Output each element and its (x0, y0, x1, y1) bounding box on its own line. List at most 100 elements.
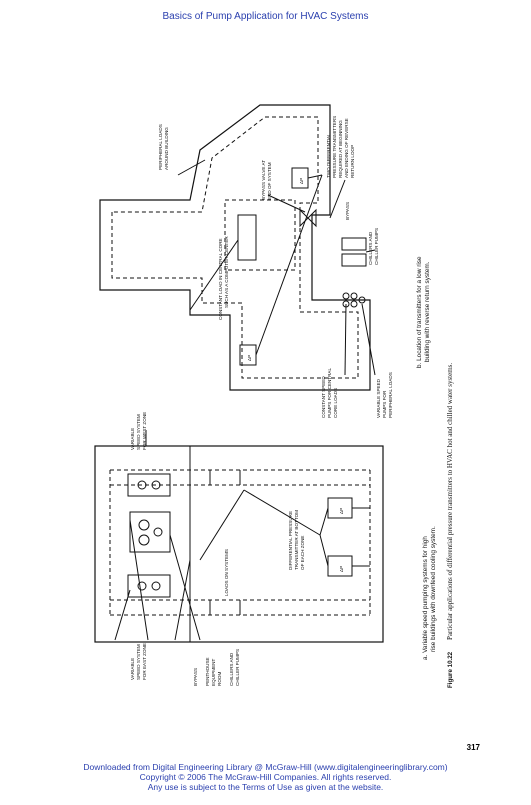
running-header: Basics of Pump Application for HVAC Syst… (162, 11, 369, 22)
svg-text:DIFFERENTIAL PRESSURE: DIFFERENTIAL PRESSURE (288, 511, 293, 570)
label-const-speed-2: PUMPS FOR CENTRAL (327, 368, 332, 418)
svg-text:AROUND BUILDING: AROUND BUILDING (164, 127, 169, 170)
svg-text:RETURN LOOP: RETURN LOOP (350, 145, 355, 178)
svg-text:CHILLERS AND: CHILLERS AND (229, 652, 234, 686)
svg-text:LOADS ON SYSTEMS: LOADS ON SYSTEMS (224, 549, 229, 596)
svg-text:VARIABLE: VARIABLE (130, 658, 135, 680)
svg-text:PENTHOUSE: PENTHOUSE (205, 657, 210, 686)
page-number: 317 (466, 743, 480, 752)
label-loads: LOADS ON SYSTEMS (224, 549, 229, 596)
svg-text:BYPASS VALVE AT: BYPASS VALVE AT (261, 160, 266, 200)
east-pump-box (127, 574, 171, 598)
label-chillers-a-1: CHILLERS AND (229, 652, 234, 686)
svg-text:PERIPHERAL LOADS: PERIPHERAL LOADS (158, 124, 163, 170)
svg-text:ROOM: ROOM (217, 672, 222, 686)
building-outline-b (99, 104, 371, 391)
svg-text:CONSTANT SPEED: CONSTANT SPEED (321, 376, 326, 418)
label-dp-west: ΔP (339, 508, 344, 514)
svg-text:BYPASS: BYPASS (193, 668, 198, 686)
figure-caption: Particular applications of differential … (446, 363, 454, 640)
piping-dashed (109, 469, 371, 616)
load-arrows (209, 470, 241, 615)
chiller-block (129, 511, 171, 553)
svg-text:VARIABLE SPEED: VARIABLE SPEED (376, 378, 381, 418)
leader-dp (243, 489, 321, 536)
label-constant-load-1: CONSTANT LOAD IN CENTRAL CORE (218, 238, 223, 320)
svg-text:REQUIRED AT BEGINNING: REQUIRED AT BEGINNING (338, 120, 343, 178)
svg-text:PRESSURE TRANSMITTERS: PRESSURE TRANSMITTERS (332, 116, 337, 178)
svg-text:SPEED SYSTEM: SPEED SYSTEM (136, 644, 141, 680)
svg-text:ΔP: ΔP (299, 178, 304, 184)
svg-text:PUMPS FOR: PUMPS FOR (382, 390, 387, 418)
label-constant-load-2: SUCH AS A COMPUTER CENTER (224, 236, 229, 308)
footer-terms-line: Any use is subject to the Terms of Use a… (147, 782, 384, 792)
building-outline (94, 445, 384, 643)
label-chillers-a-2: CHILLER PUMPS (235, 649, 240, 686)
label-dp-tx-3: OF EACH ZONE (300, 536, 305, 570)
central-core-loop (224, 199, 296, 271)
label-const-speed-1: CONSTANT SPEED (321, 376, 326, 418)
footer-download-line: Downloaded from Digital Engineering Libr… (83, 762, 448, 772)
svg-text:OF EACH ZONE: OF EACH ZONE (300, 536, 305, 570)
svg-text:PUMPS FOR CENTRAL: PUMPS FOR CENTRAL (327, 368, 332, 418)
label-two-dp-1: TWO DIFFERENTIAL (326, 133, 331, 178)
svg-text:CORE LOADS: CORE LOADS (333, 388, 338, 418)
label-const-speed-3: CORE LOADS (333, 388, 338, 418)
label-chillers-b-1: CHILLERS AND (368, 231, 373, 265)
dp-transmitter-begin (239, 344, 257, 366)
label-vs-east-2: SPEED SYSTEM (136, 644, 141, 680)
part-a-diagram (94, 430, 384, 643)
label-vs-west-1: VARIABLE (130, 428, 135, 450)
svg-text:CHILLER PUMPS: CHILLER PUMPS (235, 649, 240, 686)
label-vs-west-3: FOR WEST ZONE (142, 412, 147, 450)
part-b-caption-2: building with reverse return system. (424, 261, 431, 362)
svg-text:SPEED SYSTEM: SPEED SYSTEM (136, 414, 141, 450)
svg-text:CHILLERS AND: CHILLERS AND (368, 231, 373, 265)
figure-number: Figure 10.22 (447, 651, 454, 688)
part-b-caption-1: b. Location of transmitters for a low ri… (416, 256, 423, 368)
svg-text:SUCH AS A COMPUTER CENTER: SUCH AS A COMPUTER CENTER (224, 236, 229, 308)
label-two-dp-3: REQUIRED AT BEGINNING (338, 120, 343, 178)
svg-text:PERIPHERAL LOADS: PERIPHERAL LOADS (388, 372, 393, 418)
leader-loads (199, 489, 245, 561)
label-vs-east-3: FOR EAST ZONE (142, 643, 147, 680)
part-a-caption-2: rise buildings with downfeed cooling sys… (430, 526, 437, 652)
svg-text:BYPASS: BYPASS (345, 202, 350, 220)
svg-text:END OF SYSTEM: END OF SYSTEM (267, 162, 272, 200)
label-dp-tx-1: DIFFERENTIAL PRESSURE (288, 511, 293, 570)
part-a-labels: VARIABLE SPEED SYSTEM FOR EAST ZONE BYPA… (130, 412, 344, 686)
label-var-speed-3: PERIPHERAL LOADS (388, 372, 393, 418)
svg-text:EQUIPMENT: EQUIPMENT (211, 658, 216, 686)
label-chillers-b-2: CHILLER PUMPS (374, 228, 379, 265)
svg-text:CHILLER PUMPS: CHILLER PUMPS (374, 228, 379, 265)
label-peripheral-2: AROUND BUILDING (164, 127, 169, 170)
label-penthouse-2: EQUIPMENT (211, 658, 216, 686)
label-var-speed-2: PUMPS FOR (382, 390, 387, 418)
part-a-caption-1: a. Variable speed pumping systems for hi… (422, 536, 429, 660)
label-var-speed-1: VARIABLE SPEED (376, 378, 381, 418)
peripheral-loop (111, 116, 359, 379)
svg-text:VARIABLE: VARIABLE (130, 428, 135, 450)
label-bypass-valve-2: END OF SYSTEM (267, 162, 272, 200)
label-vs-east-1: VARIABLE (130, 658, 135, 680)
label-dp-east: ΔP (339, 566, 344, 572)
svg-text:AND ENDING OF REVERSE: AND ENDING OF REVERSE (344, 118, 349, 178)
chiller-1 (341, 237, 367, 251)
svg-text:CONSTANT LOAD IN CENTRAL CORE: CONSTANT LOAD IN CENTRAL CORE (218, 238, 223, 320)
label-two-dp-5: RETURN LOOP (350, 145, 355, 178)
label-bypass-valve-1: BYPASS VALVE AT (261, 160, 266, 200)
svg-text:FOR EAST ZONE: FOR EAST ZONE (142, 643, 147, 680)
svg-text:ΔP: ΔP (339, 566, 344, 572)
bypass-valve (299, 208, 317, 228)
svg-text:ΔP: ΔP (247, 355, 252, 361)
label-two-dp-4: AND ENDING OF REVERSE (344, 118, 349, 178)
label-dp-tx-2: TRANSMITTER AT BOTTOM (294, 510, 299, 570)
label-two-dp-2: PRESSURE TRANSMITTERS (332, 116, 337, 178)
svg-text:ΔP: ΔP (339, 508, 344, 514)
label-penthouse-3: ROOM (217, 672, 222, 686)
svg-text:FOR WEST ZONE: FOR WEST ZONE (142, 412, 147, 450)
label-vs-west-2: SPEED SYSTEM (136, 414, 141, 450)
label-dp-begin: ΔP (247, 355, 252, 361)
